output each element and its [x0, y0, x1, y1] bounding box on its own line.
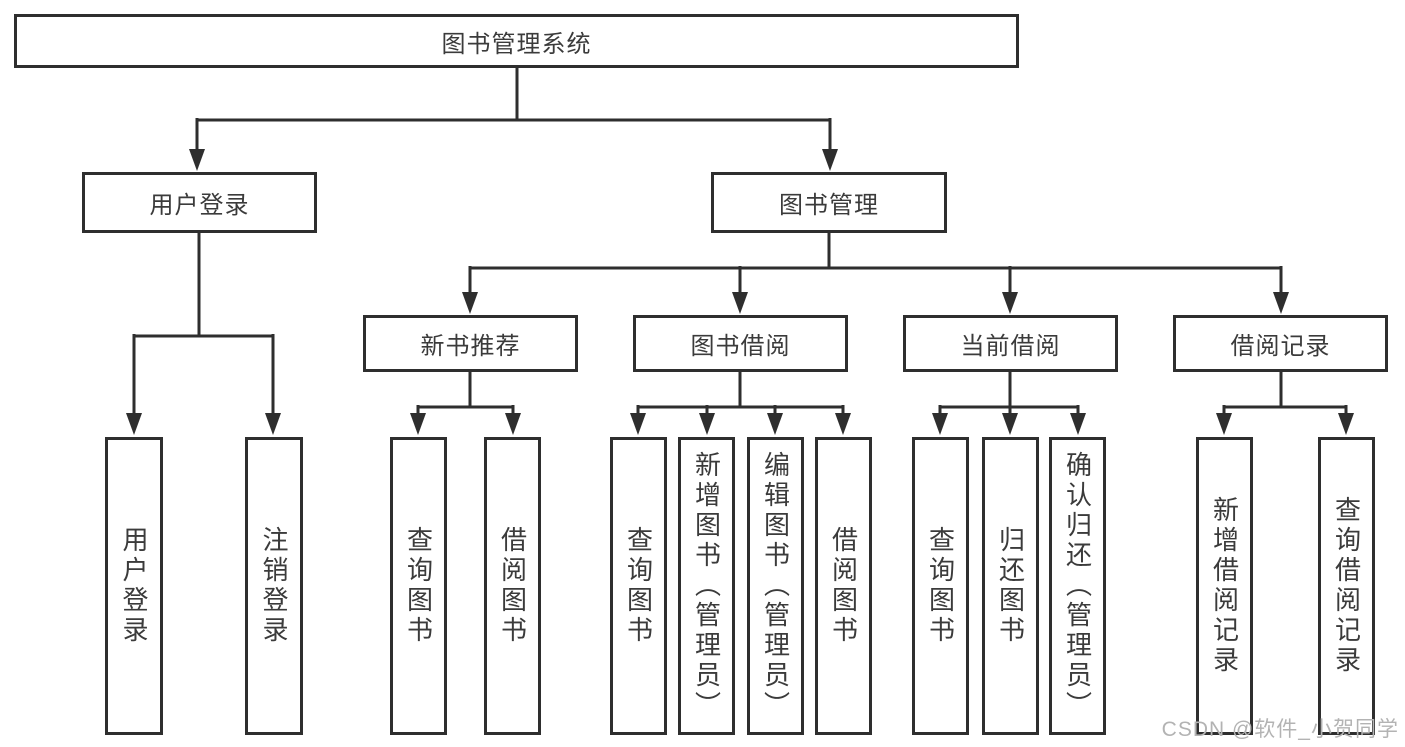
node-borrowing-records: 借阅记录	[1173, 315, 1388, 372]
node-new-book-recommendation: 新书推荐	[363, 315, 578, 372]
node-book-borrowing: 图书借阅	[633, 315, 848, 372]
arrow-down-icon	[1070, 413, 1086, 435]
arrow-down-icon	[1216, 413, 1232, 435]
node-logout: 注销登录	[245, 437, 303, 735]
node-current-borrowing: 当前借阅	[903, 315, 1118, 372]
arrow-down-icon	[1273, 292, 1289, 314]
arrow-down-icon	[265, 413, 281, 435]
node-query-books-borrow: 查询图书	[610, 437, 667, 735]
arrow-down-icon	[462, 292, 478, 314]
arrow-down-icon	[699, 413, 715, 435]
node-add-borrow-record: 新增借阅记录	[1196, 437, 1253, 735]
node-return-books: 归还图书	[982, 437, 1039, 735]
arrowheads	[126, 149, 1354, 435]
arrow-down-icon	[126, 413, 142, 435]
arrow-down-icon	[932, 413, 948, 435]
connector-paths	[132, 68, 1348, 416]
node-query-borrow-record: 查询借阅记录	[1318, 437, 1375, 735]
node-confirm-return-admin: 确认归还（管理员）	[1049, 437, 1106, 735]
csdn-watermark: CSDN @软件_小贺同学	[1161, 718, 1399, 741]
arrow-down-icon	[410, 413, 426, 435]
node-login: 用户登录	[105, 437, 163, 735]
node-borrow-books: 借阅图书	[815, 437, 872, 735]
arrow-down-icon	[630, 413, 646, 435]
arrow-down-icon	[1338, 413, 1354, 435]
arrow-down-icon	[505, 413, 521, 435]
arrow-down-icon	[822, 149, 838, 171]
arrow-down-icon	[732, 292, 748, 314]
node-query-books-current: 查询图书	[912, 437, 969, 735]
node-borrow-books-recommend: 借阅图书	[484, 437, 541, 735]
arrow-down-icon	[1002, 292, 1018, 314]
arrow-down-icon	[1002, 413, 1018, 435]
node-book-management: 图书管理	[711, 172, 947, 233]
node-add-book-admin: 新增图书（管理员）	[678, 437, 735, 735]
node-query-books-recommend: 查询图书	[390, 437, 447, 735]
arrow-down-icon	[835, 413, 851, 435]
node-edit-book-admin: 编辑图书（管理员）	[747, 437, 804, 735]
node-user-login: 用户登录	[82, 172, 317, 233]
arrow-down-icon	[767, 413, 783, 435]
node-library-management-system: 图书管理系统	[14, 14, 1019, 68]
arrow-down-icon	[189, 149, 205, 171]
